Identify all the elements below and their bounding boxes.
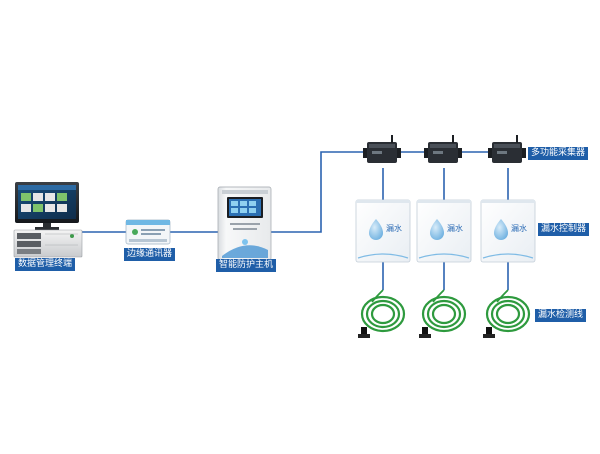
- collector-module-icon: [488, 135, 526, 163]
- gateway-box-icon: [125, 219, 171, 245]
- collector-module-1: [363, 135, 401, 163]
- sensor-cable-1: [358, 289, 406, 338]
- collector-module-3: [488, 135, 526, 163]
- label-edge-gateway: 边缘通讯器: [124, 248, 176, 261]
- label-host: 智能防护主机: [216, 259, 277, 272]
- label-data-terminal: 数据管理终端: [15, 258, 76, 271]
- controller-face-text: 漏水: [511, 223, 527, 233]
- controller-face-text: 漏水: [386, 223, 402, 233]
- data-terminal-device: [13, 182, 83, 258]
- controller-face-text: 漏水: [447, 223, 463, 233]
- link-host-bus: [270, 151, 366, 233]
- controller-unit-3: 漏水: [480, 199, 536, 263]
- label-collector: 多功能采集器: [528, 147, 589, 160]
- server-chassis-icon: [13, 229, 83, 258]
- host-panel-icon: [217, 186, 272, 261]
- collector-module-icon: [424, 135, 462, 163]
- sensor-cable-icon: [485, 289, 531, 333]
- water-drop-icon: [430, 219, 444, 240]
- sensor-cable-icon: [421, 289, 467, 333]
- collector-module-icon: [363, 135, 401, 163]
- label-detect-line: 漏水检测线: [535, 309, 587, 322]
- water-drop-icon: [494, 219, 508, 240]
- water-drop-icon: [369, 219, 383, 240]
- collector-module-2: [424, 135, 462, 163]
- sensor-cable-3: [483, 289, 531, 338]
- connection-lines: [80, 151, 509, 290]
- sensor-cable-2: [419, 289, 467, 338]
- sensor-cable-icon: [360, 289, 406, 333]
- monitor-icon: [15, 182, 79, 230]
- controller-unit-1: 漏水: [355, 199, 411, 263]
- controller-unit-2: 漏水: [416, 199, 472, 263]
- label-controller: 漏水控制器: [538, 223, 590, 236]
